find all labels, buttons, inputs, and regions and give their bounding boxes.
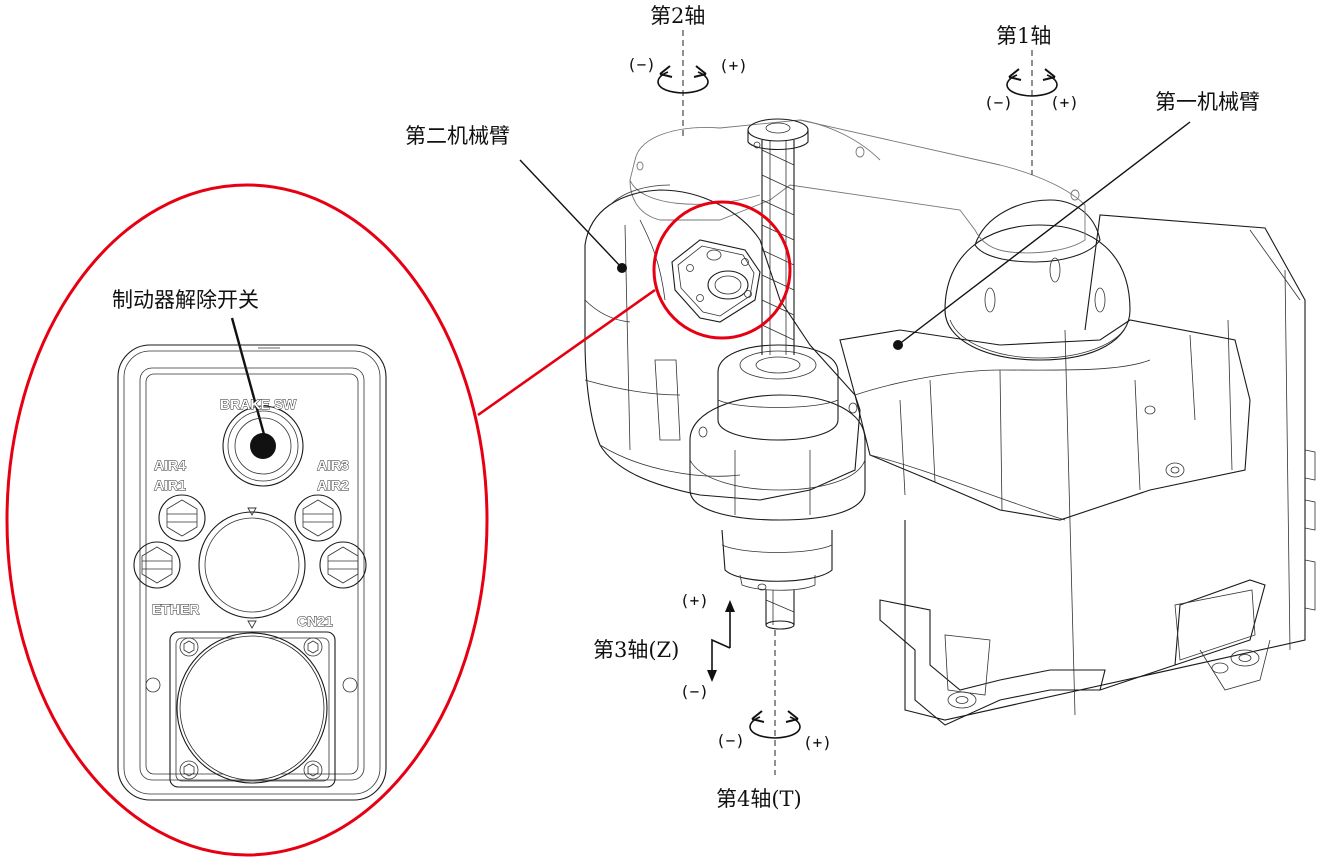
axis4-negative-sign: (−) — [716, 731, 745, 750]
axis3-negative-sign: (−) — [680, 682, 709, 701]
axis1-positive-sign: (+) — [1050, 93, 1079, 112]
upper-link — [629, 119, 1086, 254]
air1-fitting — [133, 541, 181, 589]
brake-switch-label: 制动器解除开关 — [112, 288, 259, 312]
brake-switch-leader — [230, 317, 267, 439]
axis1-label: 第1轴 — [996, 24, 1051, 48]
panel-air1-label: AIR1 — [154, 477, 186, 493]
axis4-label: 第4轴(T) — [716, 787, 802, 811]
first-arm — [839, 199, 1251, 521]
axis3-updown-arrow-icon — [707, 600, 735, 682]
air4-fitting — [158, 494, 206, 542]
brake-switch-button[interactable] — [222, 405, 304, 487]
brake-panel-small — [671, 239, 761, 323]
arm1-label: 第一机械臂 — [1155, 90, 1260, 114]
axis4-positive-sign: (+) — [803, 733, 832, 752]
brake-panel-detail: BRAKE SW AIR4 AIR1 AIR3 AIR2 ETHER CN21 — [117, 344, 387, 801]
ether-connector — [198, 507, 306, 619]
axis2-rotation-arrow-icon — [657, 65, 709, 94]
arm2-label: 第二机械臂 — [405, 124, 510, 148]
arm1-leader — [893, 121, 1191, 350]
panel-air2-label: AIR2 — [317, 477, 349, 493]
air2-fitting — [319, 541, 367, 589]
panel-cn21-label: CN21 — [297, 613, 333, 629]
panel-ether-label: ETHER — [152, 601, 199, 617]
axis4-rotation-arrow-icon — [749, 710, 801, 739]
air3-fitting — [294, 494, 342, 542]
axis1-rotation-arrow-icon — [1006, 68, 1058, 97]
panel-air4-label: AIR4 — [154, 457, 186, 473]
axis2-negative-sign: (−) — [627, 55, 656, 74]
robot-base — [879, 214, 1316, 726]
cn21-connector — [169, 620, 336, 788]
axis3-positive-sign: (+) — [680, 591, 709, 610]
panel-brake-sw-label: BRAKE SW — [220, 396, 297, 412]
axis2-label: 第2轴 — [650, 4, 705, 28]
axis3-label: 第3轴(Z) — [593, 638, 679, 662]
axis2-positive-sign: (+) — [719, 56, 748, 75]
arm2-leader — [519, 159, 627, 273]
panel-air3-label: AIR3 — [317, 457, 349, 473]
axis1-negative-sign: (−) — [984, 93, 1013, 112]
highlight-magnifier — [5, 183, 792, 857]
second-arm — [584, 184, 866, 591]
